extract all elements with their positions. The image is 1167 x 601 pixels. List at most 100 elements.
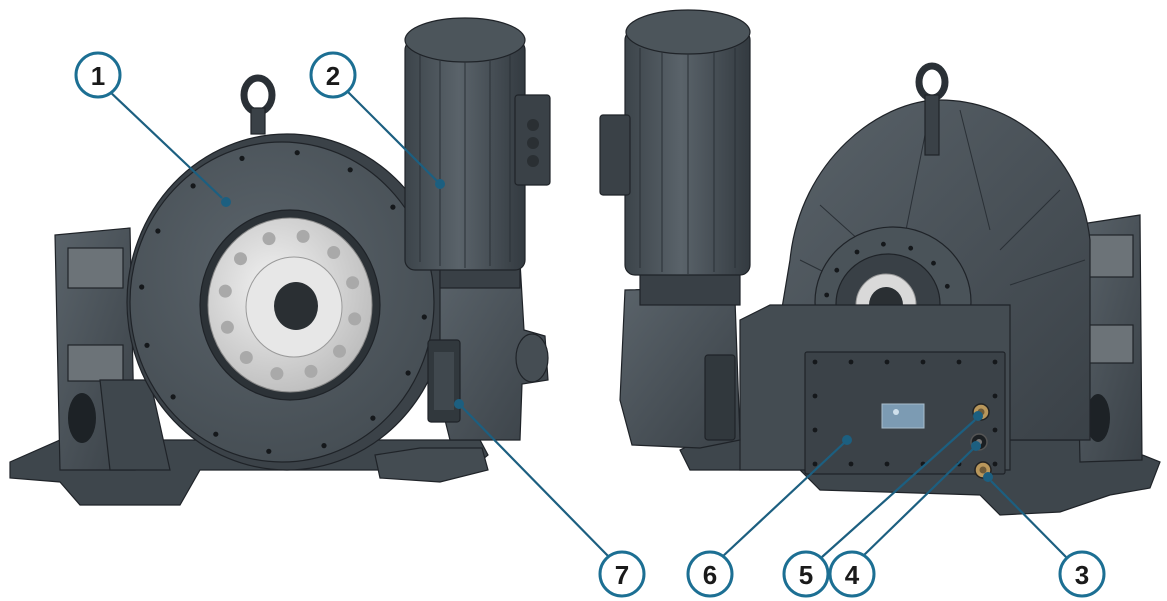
flange-bolt <box>270 367 284 381</box>
callout-3-label: 3 <box>1075 560 1089 590</box>
panel-bolt <box>812 427 818 433</box>
rim-bolt <box>370 415 376 421</box>
hub-bolt <box>931 260 936 266</box>
callout-1: 1 <box>74 51 122 99</box>
rim-bolt <box>144 342 150 348</box>
leader-5 <box>821 419 976 558</box>
panel-bolt <box>956 359 962 365</box>
hub-bolt <box>881 241 886 247</box>
hub-bolt <box>854 249 860 255</box>
right-eyebolt-stem <box>924 94 940 156</box>
panel-bolt <box>920 359 926 365</box>
left-motor-cap <box>404 17 526 63</box>
right-mount-block <box>704 354 736 441</box>
panel-bolt <box>812 359 818 365</box>
rim-bolt <box>266 448 272 454</box>
panel-bolt <box>848 359 854 365</box>
right-side-plate-lower <box>1084 324 1134 364</box>
callout-7: 7 <box>598 550 646 598</box>
hub-bolt <box>944 283 950 289</box>
rim-bolt <box>405 370 411 376</box>
right-motor-fins <box>639 48 736 274</box>
leader-5-dot <box>973 411 983 421</box>
flange-bolt <box>234 252 247 266</box>
flange-bolt <box>218 284 232 298</box>
panel-bolt <box>992 427 998 433</box>
left-side-plate-upper <box>67 247 124 289</box>
leader-lines <box>107 89 1067 558</box>
rim-bolt <box>239 155 245 161</box>
rim-bolt <box>139 284 145 290</box>
left-side-plate-lower <box>67 344 124 382</box>
left-eyebolt-ring <box>240 74 276 116</box>
flange-bolt <box>346 276 360 290</box>
panel-bolt <box>884 461 890 467</box>
rim-bolt <box>421 314 427 320</box>
panel-bolt <box>992 461 998 467</box>
callout-6: 6 <box>686 550 734 598</box>
leader-6-dot <box>842 435 852 445</box>
leader-7-dot <box>454 399 464 409</box>
leader-2-dot <box>435 179 445 189</box>
left-motor-fins <box>419 55 511 268</box>
right-eyebolt-ring <box>915 62 949 102</box>
rim-bolt <box>190 183 196 189</box>
rim-bolt <box>155 228 161 234</box>
callout-2-label: 2 <box>326 61 340 91</box>
callout-2: 2 <box>309 51 357 99</box>
rim-bolt <box>294 150 300 156</box>
callout-4-label: 4 <box>845 560 860 590</box>
leader-3 <box>990 480 1067 558</box>
nameplate-logo-icon <box>893 409 899 415</box>
flange-bolt <box>348 312 362 326</box>
panel-bolt <box>848 461 854 467</box>
right-side-plate-upper <box>1084 234 1134 278</box>
leader-1 <box>107 89 223 199</box>
hub-bolt <box>908 245 914 251</box>
rim-bolt <box>170 394 176 400</box>
right-unit <box>599 9 1161 516</box>
left-base-foot-right <box>374 447 489 483</box>
flange-bolt <box>262 232 276 246</box>
rim-bolt <box>321 443 327 449</box>
panel-bolt <box>812 393 818 399</box>
left-eyebolt-stem <box>250 107 266 135</box>
flange-bolt <box>220 320 234 334</box>
panel-bolt <box>992 393 998 399</box>
rim-bolt <box>390 204 396 210</box>
callout-6-label: 6 <box>703 560 717 590</box>
left-terminal-gland-3 <box>527 155 539 167</box>
hub-bolt <box>824 292 830 298</box>
panel-bolt <box>992 359 998 365</box>
leader-3-dot <box>983 472 993 482</box>
hub-bolt <box>834 267 840 273</box>
rim-bolt <box>213 431 219 437</box>
left-unit <box>9 17 551 506</box>
leader-4-dot <box>971 441 981 451</box>
callout-1-label: 1 <box>91 61 105 91</box>
callout-4: 4 <box>828 550 876 598</box>
leader-1-dot <box>221 197 231 207</box>
left-terminal-gland-1 <box>527 119 539 131</box>
left-mount-block-inset <box>434 352 454 410</box>
right-motor-cap <box>625 9 751 55</box>
right-side-opening <box>1086 394 1110 442</box>
panel-bolt <box>884 359 890 365</box>
right-terminal-box <box>599 114 631 196</box>
left-hub-bore <box>274 282 318 330</box>
leader-7 <box>461 406 610 558</box>
flange-bolt <box>296 229 310 243</box>
flange-bolt <box>327 246 341 259</box>
left-side-opening <box>68 393 96 443</box>
panel-bolt <box>812 461 818 467</box>
flange-bolt <box>239 351 253 364</box>
callout-5-label: 5 <box>799 560 813 590</box>
callout-5: 5 <box>782 550 830 598</box>
right-nameplate <box>881 403 925 429</box>
leader-6 <box>721 442 845 558</box>
rim-bolt <box>347 167 353 173</box>
left-gearbox-boss <box>515 333 549 383</box>
leader-4 <box>861 448 974 558</box>
leader-2 <box>345 89 438 182</box>
left-lower-housing <box>99 379 171 471</box>
